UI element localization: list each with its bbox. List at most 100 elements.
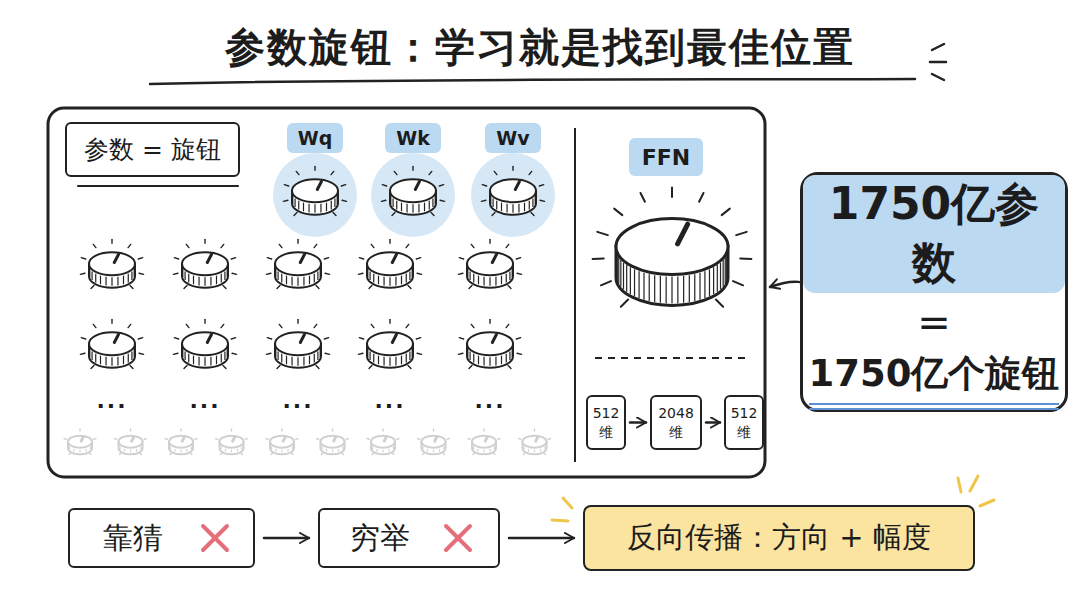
- knob-ridge: [193, 356, 194, 365]
- knob-body: [371, 442, 395, 455]
- knob-tick: [740, 257, 751, 260]
- knob-ridge: [649, 274, 650, 301]
- knob: [381, 166, 444, 215]
- knob-ridge: [509, 271, 510, 280]
- knob-ridge: [540, 449, 541, 452]
- knob-tick: [325, 353, 329, 354]
- knob-tick: [534, 429, 535, 431]
- knob-ridge: [512, 349, 513, 358]
- knob-body: [275, 264, 321, 288]
- knob-ridge: [660, 276, 661, 303]
- knob-tick: [297, 319, 298, 323]
- knob-ridge: [320, 269, 321, 278]
- ellipsis-label: ...: [460, 388, 520, 413]
- knob-ridge: [418, 204, 419, 213]
- knob-ridge: [338, 449, 339, 452]
- knob-ridge: [501, 203, 502, 212]
- knob-tick: [529, 171, 532, 174]
- knob-ridge: [528, 449, 529, 452]
- knob-indicator: [536, 437, 538, 441]
- knob-tick: [186, 324, 189, 327]
- knob-indicator: [300, 334, 304, 342]
- knob-tick: [111, 239, 112, 243]
- knob: [80, 319, 143, 368]
- knob-ridge: [495, 357, 496, 366]
- knob-tick: [316, 365, 319, 368]
- node-text: 512 维: [588, 404, 624, 440]
- knob-ridge: [292, 447, 293, 450]
- ffn-tag: FFN: [629, 138, 703, 176]
- knob-ridge: [291, 277, 292, 286]
- knob-ridge: [427, 449, 428, 452]
- knob-tick: [281, 429, 282, 431]
- knob-tick: [540, 200, 544, 201]
- knob: [266, 239, 329, 288]
- knob-tick: [392, 453, 394, 455]
- knob-ridge: [342, 447, 343, 450]
- knob: [481, 166, 544, 215]
- knob-ridge: [469, 271, 470, 280]
- knob-tick: [498, 438, 500, 440]
- knob-ridge: [331, 201, 332, 210]
- knob-ridge: [424, 203, 425, 212]
- knob-ridge: [495, 277, 496, 286]
- knob-tick: [641, 193, 645, 202]
- knob-indicator: [392, 334, 396, 342]
- flow-arrow: [264, 537, 309, 540]
- knob-ridge: [373, 354, 374, 363]
- knob-tick: [443, 453, 445, 455]
- knob-ridge: [704, 271, 705, 298]
- knob-tick: [91, 365, 94, 368]
- knob-ridge: [524, 203, 525, 212]
- knob-tick: [382, 429, 383, 431]
- knob-top: [182, 252, 228, 275]
- knob-ridge: [643, 273, 644, 300]
- knob-ridge: [726, 254, 727, 281]
- knob-ridge: [620, 260, 621, 287]
- knob-ridge: [477, 449, 478, 452]
- knob-ridge: [401, 276, 402, 285]
- knob-tick: [722, 209, 730, 216]
- knob-tick: [316, 438, 318, 440]
- knob-ridge: [89, 269, 90, 278]
- knob-ridge: [393, 447, 394, 450]
- knob: [215, 429, 247, 455]
- knob-ridge: [105, 277, 106, 286]
- knob-body: [490, 191, 536, 215]
- knob-body: [182, 344, 228, 368]
- knob-ridge: [294, 198, 295, 207]
- knob-indicator: [317, 181, 321, 189]
- knob-ridge: [128, 354, 129, 363]
- ellipsis-label: ...: [268, 388, 328, 413]
- node-text: 参数 = 旋钮: [84, 133, 221, 166]
- knob-ridge: [297, 277, 298, 286]
- knob-indicator: [492, 334, 496, 342]
- knob-indicator: [81, 437, 83, 441]
- node-text: Wk: [396, 127, 430, 149]
- knob-tick: [294, 212, 297, 215]
- panel-divider: [574, 128, 576, 462]
- knob-ridge: [390, 196, 391, 205]
- knob-ridge: [117, 357, 118, 366]
- knob-ridge: [317, 271, 318, 280]
- knob-tick: [489, 319, 490, 323]
- knob-ridge: [221, 447, 222, 450]
- knob-ridge: [337, 196, 338, 205]
- knob: [266, 429, 298, 455]
- knob-top: [169, 436, 193, 448]
- knob-ridge: [388, 449, 389, 452]
- knob-ridge: [85, 449, 86, 452]
- knob-tick: [232, 273, 236, 274]
- knob-tick: [173, 273, 177, 274]
- knob-tick: [232, 353, 236, 354]
- knob-indicator: [207, 254, 211, 262]
- knob-ridge: [483, 450, 484, 453]
- knob-tick: [469, 285, 472, 288]
- knob-ridge: [287, 449, 288, 452]
- knob-ridge: [100, 276, 101, 285]
- method-box: 靠猜: [68, 508, 255, 568]
- knob: [468, 429, 500, 455]
- knob-ridge: [423, 447, 424, 450]
- knob-tick: [130, 285, 133, 288]
